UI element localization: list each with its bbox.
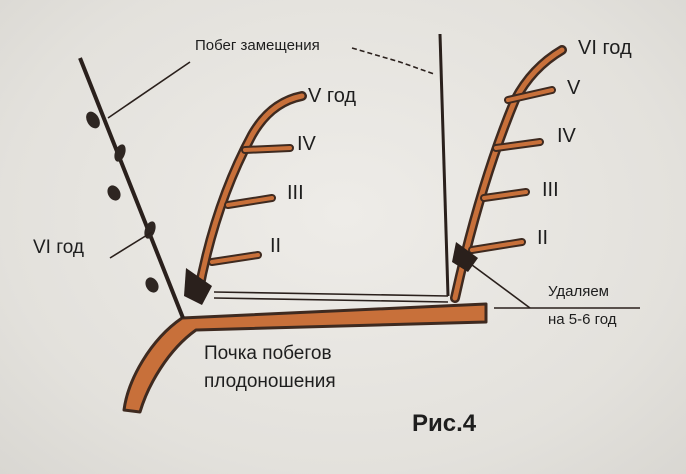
- right-year-label: V: [567, 78, 580, 98]
- right-year-label: VI год: [578, 38, 632, 58]
- left-year-label: II: [270, 236, 281, 256]
- leader-lines: [108, 48, 640, 308]
- figure-caption: Рис.4: [412, 412, 476, 436]
- left-old-cane-buds: [83, 109, 161, 295]
- left-year-label: V год: [308, 86, 356, 106]
- remove-label-line2: на 5-6 год: [548, 312, 617, 327]
- remove-label-line1: Удаляем: [548, 284, 609, 299]
- left-old-cane: [80, 58, 183, 318]
- bud-label-line1: Почка побегов: [204, 344, 332, 363]
- right-year-label: IV: [557, 126, 576, 146]
- right-replacement-shoot: [440, 34, 448, 296]
- right-year-label: II: [537, 228, 548, 248]
- left-year-label: IV: [297, 134, 316, 154]
- left-year-label: III: [287, 183, 304, 203]
- left-cane-age-label: VI год: [33, 238, 84, 257]
- bud-label-line2: плодоношения: [204, 372, 336, 391]
- replacement-shoot-label: Побег замещения: [195, 38, 320, 53]
- right-year-label: III: [542, 180, 559, 200]
